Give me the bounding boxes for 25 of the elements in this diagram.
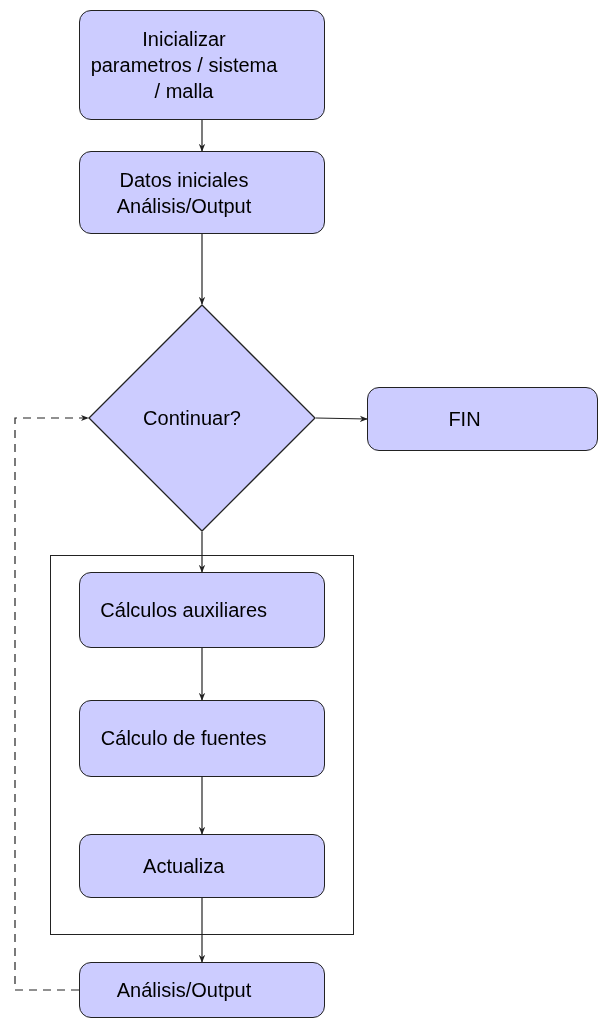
process-box bbox=[78, 571, 325, 648]
group-frame bbox=[50, 555, 354, 935]
box-text: Cálculo de fuentes bbox=[100, 726, 267, 752]
arrow bbox=[198, 776, 206, 835]
box-text: Inicializar parametros / sistema / malla bbox=[89, 27, 279, 104]
arrow bbox=[315, 415, 368, 423]
process-box bbox=[79, 151, 325, 234]
process-box bbox=[78, 833, 325, 898]
arrow bbox=[198, 897, 206, 963]
box-text: Análisis/Output bbox=[116, 978, 252, 1003]
arrow bbox=[198, 119, 206, 152]
decision-text: Continuar? bbox=[143, 406, 241, 431]
arrow bbox=[198, 233, 206, 305]
arrow bbox=[198, 531, 206, 573]
process-box bbox=[78, 699, 325, 777]
box-text: Datos iniciales Análisis/Output bbox=[115, 167, 253, 219]
box-text: Cálculos auxiliares bbox=[100, 597, 268, 623]
arrow bbox=[198, 647, 206, 701]
box-text: FIN bbox=[448, 407, 481, 432]
process-box bbox=[367, 387, 598, 451]
process-box bbox=[79, 10, 325, 120]
decision-diamond bbox=[88, 304, 316, 532]
dashed-arrow bbox=[14, 414, 89, 991]
process-box bbox=[79, 962, 325, 1018]
box-text: Actualiza bbox=[143, 853, 225, 879]
